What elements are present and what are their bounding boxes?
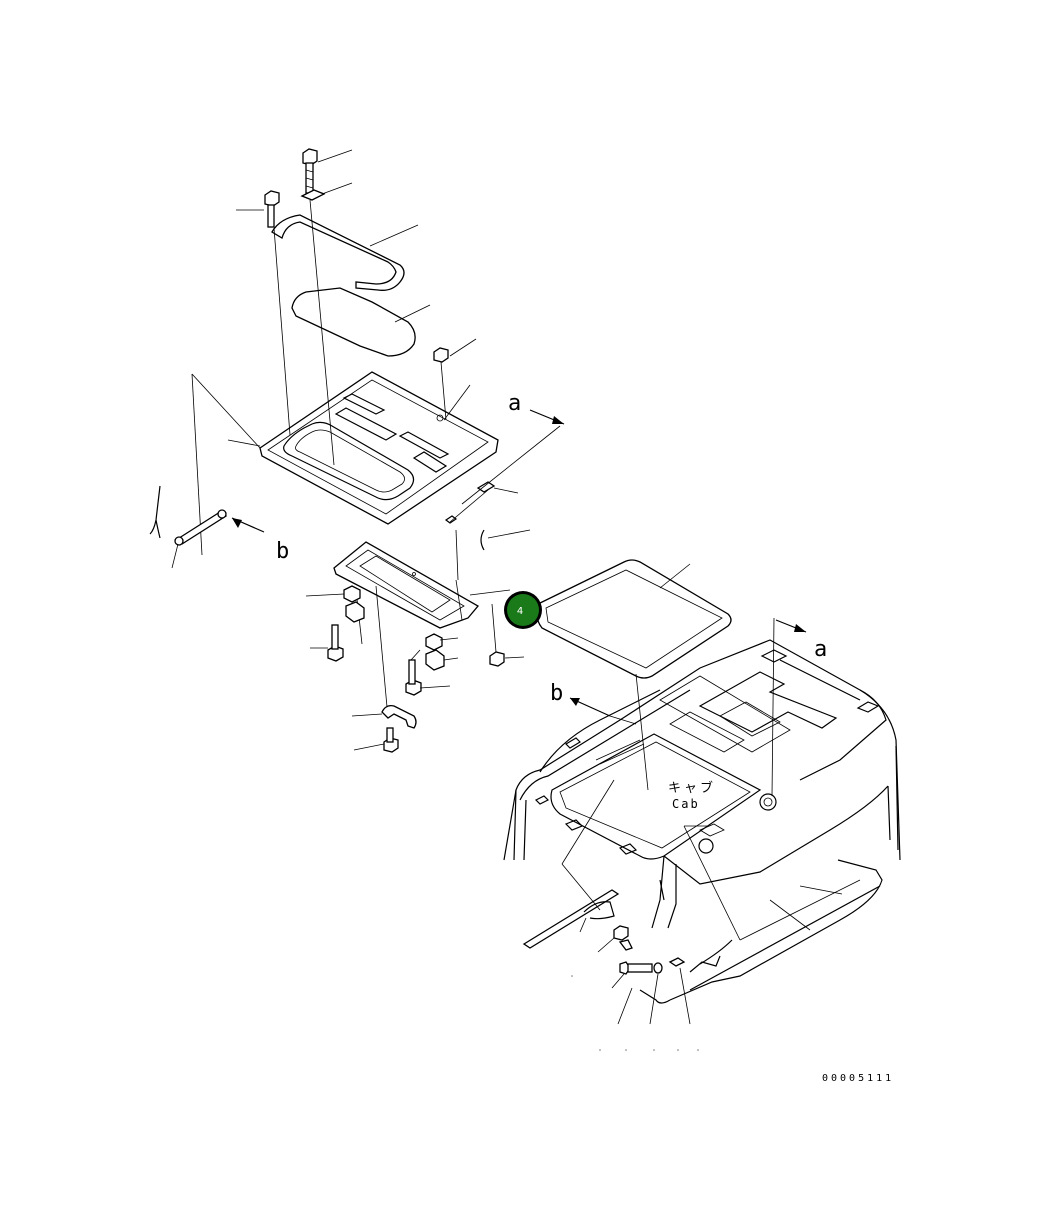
label-b-mid: b [550,681,563,706]
nut [433,338,477,363]
wiper-clamp [271,214,419,291]
leader-line [561,863,601,911]
cab-body [503,639,901,929]
screw [597,925,633,953]
bolt-top [302,148,353,194]
clip-2 [345,601,365,623]
bracket [689,955,721,973]
view-arrow-a-top: a [461,391,565,505]
bolt-3 [310,624,344,662]
gas-spring [149,485,228,569]
handle [351,704,417,729]
bolt-6 [611,961,653,989]
view-arrow-b-mid: b [550,681,637,725]
label-a-top: a [508,391,521,416]
faint-marks [571,975,699,1051]
cab-label-en: Cab [672,797,700,811]
bolt-4 [405,649,451,696]
callout-marker[interactable]: 4 [504,591,542,629]
assembly-line [375,585,389,719]
assembly-line [440,361,447,421]
wiper-arm [522,889,620,949]
lower-hatch-frame [333,541,511,629]
callout-number: 4 [517,606,523,617]
lower-trim-panel [639,859,883,1004]
view-arrow-a-right: a [775,619,827,662]
label-b-left: b [276,539,289,564]
clip-3 [425,633,459,651]
callout-circle [507,594,539,626]
assembly-line [273,227,291,436]
assembly-line [455,529,459,581]
bolt-5 [353,727,399,753]
nut-2 [489,603,525,667]
assembly-line [309,199,335,466]
clip-5 [668,957,691,1025]
bolt-left [236,190,280,228]
leader-line [561,779,615,865]
rubber-pad [291,287,431,357]
cab-label-jp: キャブ [668,780,716,796]
clip-4 [425,649,459,671]
hook-clip [480,529,531,551]
label-a-right: a [814,637,827,662]
leader-line [683,825,741,941]
clip-1 [305,585,361,603]
spacer-plate [300,182,353,201]
leader-line [617,987,633,1025]
washer [649,962,663,1025]
upper-hatch-cover [191,371,499,525]
latch-pin [444,481,519,524]
window-seal [536,559,732,791]
drawing-number: 00005111 [822,1073,894,1084]
view-arrow-b-left: b [231,517,289,564]
assembly-line [771,617,775,797]
